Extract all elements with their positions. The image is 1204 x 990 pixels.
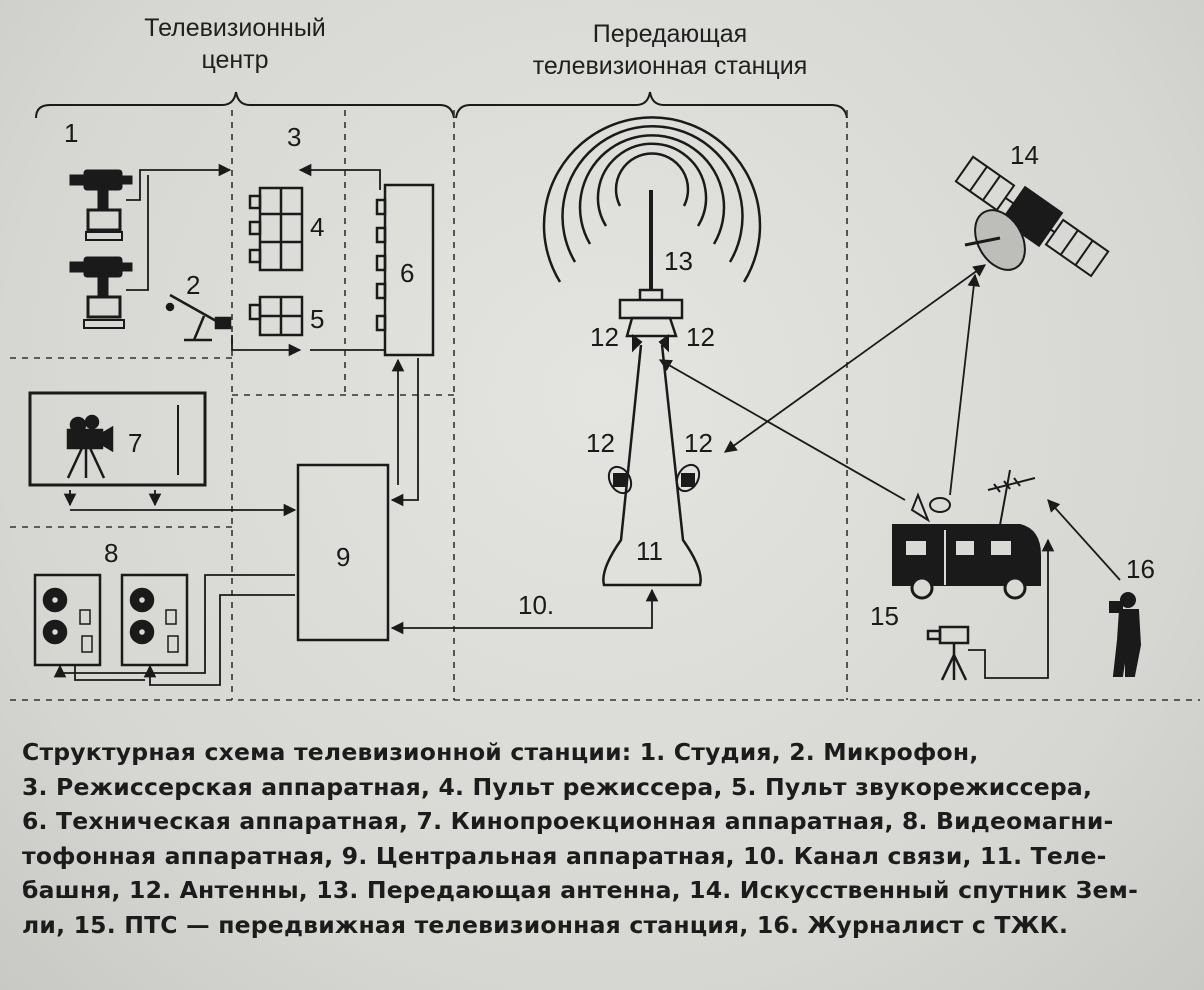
figure-caption: Структурная схема телевизионной станции:… xyxy=(22,735,1182,942)
satellite-links xyxy=(658,264,1121,581)
caption-line-5: башня, 12. Антенны, 13. Передающая антен… xyxy=(22,876,1139,904)
sound-console-block xyxy=(248,295,304,337)
vtr-machine-icon xyxy=(120,573,189,667)
zone-dividers xyxy=(10,110,1200,701)
label-9: 9 xyxy=(336,542,350,572)
film-projector-icon xyxy=(66,414,114,479)
director-console-block xyxy=(248,186,304,272)
caption-line-4: тофонная аппаратная, 9. Центральная аппа… xyxy=(22,841,1107,870)
label-12-upper-left: 12 xyxy=(590,322,619,352)
label-12-upper-right: 12 xyxy=(686,322,715,352)
room3-wires xyxy=(231,163,385,357)
caption-line-2: 3. Режиссерская аппаратная, 4. Пульт реж… xyxy=(22,772,1093,801)
label-10: 10. xyxy=(518,590,554,620)
label-14: 14 xyxy=(1010,140,1039,170)
technical-room-block xyxy=(375,183,435,357)
label-6: 6 xyxy=(400,258,414,288)
field-camera-icon xyxy=(926,625,970,681)
label-15: 15 xyxy=(870,601,899,631)
tx-station-bracket xyxy=(455,91,848,119)
label-12-lower-right: 12 xyxy=(684,428,713,458)
tower-antenna-icon xyxy=(607,334,701,495)
central-room-block xyxy=(296,463,390,642)
caption-line-1: Структурная схема телевизионной станции:… xyxy=(22,738,979,766)
studio-camera-icon xyxy=(69,256,133,329)
label-3: 3 xyxy=(287,122,301,152)
label-8: 8 xyxy=(104,538,118,568)
tv-tower-icon xyxy=(602,190,702,587)
journalist-icon xyxy=(1109,592,1142,677)
label-12-lower-left: 12 xyxy=(586,428,615,458)
transmit-waves-icon xyxy=(542,116,762,283)
studio-wires xyxy=(126,163,232,291)
room8-wires xyxy=(53,574,295,686)
label-1: 1 xyxy=(64,118,78,148)
caption-line-6: ли, 15. ПТС — передвижная телевизионная … xyxy=(22,910,1069,939)
tv-station-diagram: 1 2 3 4 5 xyxy=(10,91,1200,701)
label-13: 13 xyxy=(664,246,693,276)
ob-van-icon xyxy=(892,469,1041,600)
label-11: 11 xyxy=(636,536,663,566)
studio-camera-icon xyxy=(69,169,133,241)
link-channel-wire xyxy=(390,588,659,635)
satellite-icon xyxy=(954,155,1110,278)
room6-to-9-wires xyxy=(390,358,419,507)
field-camera-wire xyxy=(968,538,1055,679)
label-2: 2 xyxy=(186,270,200,300)
header-tx-station-line1: Передающая xyxy=(592,20,748,48)
vtr-machine-icon xyxy=(33,573,102,667)
microphone-icon xyxy=(165,293,232,342)
label-4: 4 xyxy=(310,212,324,242)
room7-wires xyxy=(63,490,297,517)
header-tv-center: Телевизионный центр xyxy=(110,12,360,76)
label-7: 7 xyxy=(128,428,142,458)
label-16: 16 xyxy=(1126,554,1155,584)
tv-center-bracket xyxy=(35,91,455,119)
header-tx-station: Передающая телевизионная станция xyxy=(470,18,870,82)
header-tv-center-line2: центр xyxy=(201,46,269,74)
film-projection-room-block xyxy=(28,391,207,487)
caption-line-3: 6. Техническая аппаратная, 7. Кинопроекц… xyxy=(22,807,1114,835)
label-5: 5 xyxy=(310,304,324,334)
header-tv-center-line1: Телевизионный xyxy=(144,14,326,42)
header-tx-station-line2: телевизионная станция xyxy=(532,52,808,80)
